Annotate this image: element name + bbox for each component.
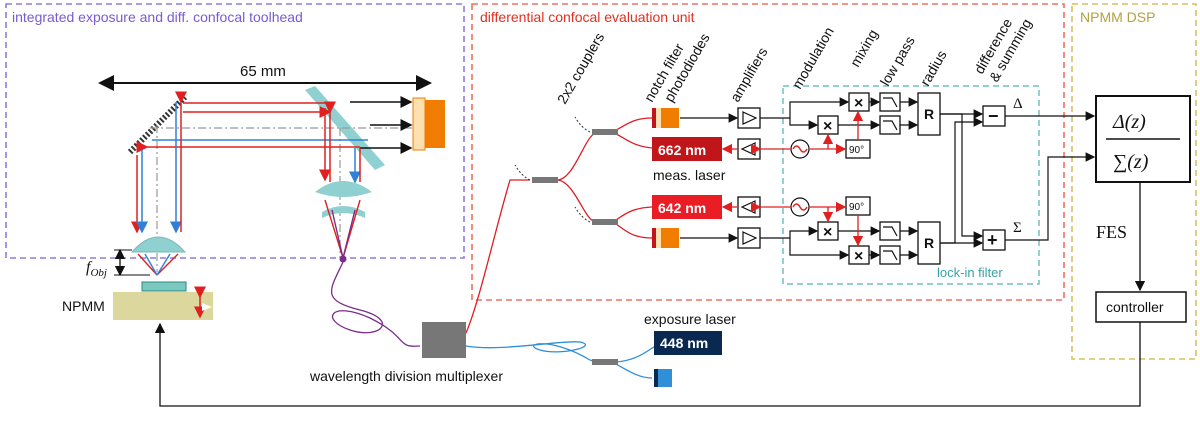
laser-662-label: 662 nm bbox=[658, 142, 706, 158]
exposure-laser-box bbox=[654, 331, 722, 355]
coupler-main bbox=[532, 177, 558, 183]
blue-detector bbox=[654, 369, 672, 387]
svg-text:+: + bbox=[987, 230, 998, 250]
label-radius: radius bbox=[917, 47, 950, 88]
objective-lens bbox=[130, 236, 187, 253]
coupler-bottom bbox=[592, 219, 618, 225]
fibers bbox=[330, 117, 657, 379]
lowpass-4 bbox=[879, 245, 901, 265]
wdm-box bbox=[422, 322, 466, 358]
coupler-exposure bbox=[592, 359, 618, 365]
exposure-laser-label: exposure laser bbox=[644, 311, 736, 327]
sigma-symbol: Σ bbox=[1013, 220, 1022, 236]
focus-cone bbox=[137, 253, 179, 276]
detector-lens-top bbox=[315, 181, 372, 197]
svg-text:×: × bbox=[823, 118, 832, 135]
fiber-tip bbox=[339, 255, 347, 263]
label-modulation: modulation bbox=[789, 24, 837, 91]
controller-label: controller bbox=[1106, 299, 1164, 315]
svg-text:90°: 90° bbox=[849, 145, 864, 156]
photodiode-bottom bbox=[652, 228, 679, 248]
wdm-label: wavelength division multiplexer bbox=[309, 368, 503, 384]
lockin-box bbox=[782, 85, 1040, 285]
npmm-label: NPMM bbox=[62, 298, 105, 314]
svg-text:×: × bbox=[854, 248, 863, 265]
detector-cone bbox=[324, 199, 361, 259]
toolhead-box bbox=[5, 3, 465, 259]
fes-label: FES bbox=[1096, 222, 1127, 242]
oscillator-top bbox=[790, 139, 810, 159]
svg-text:−: − bbox=[988, 106, 999, 126]
dsp-title: NPMM DSP bbox=[1080, 9, 1155, 25]
lowpass-3 bbox=[879, 221, 901, 241]
svg-text:R: R bbox=[924, 235, 934, 251]
f-obj-label: fObj bbox=[86, 259, 107, 279]
svg-text:×: × bbox=[854, 95, 863, 112]
delta-symbol: Δ bbox=[1013, 96, 1023, 112]
detector-lens-bottom bbox=[322, 206, 365, 218]
camera-detector bbox=[412, 97, 445, 151]
controller-box bbox=[1095, 291, 1187, 323]
photodiode-top bbox=[652, 108, 679, 128]
sample bbox=[141, 281, 187, 292]
lockin-title: lock-in filter bbox=[937, 265, 1003, 280]
npmm-stage bbox=[113, 292, 213, 320]
dimension-label: 65 mm bbox=[240, 63, 286, 80]
exposure-laser-value: 448 nm bbox=[660, 335, 708, 351]
svg-text:90°: 90° bbox=[849, 202, 864, 213]
feedback-line bbox=[154, 322, 1141, 407]
coupler-top bbox=[592, 129, 618, 135]
oscillator-bottom bbox=[790, 197, 810, 217]
dsp-box bbox=[1071, 3, 1197, 360]
lowpass-2 bbox=[879, 115, 901, 135]
label-couplers: 2x2 couplers bbox=[554, 30, 608, 107]
eval-unit-box bbox=[471, 3, 1065, 301]
toolhead-title: integrated exposure and diff. confocal t… bbox=[12, 9, 303, 25]
laser-642-box bbox=[652, 195, 722, 219]
laser-662-box bbox=[652, 137, 722, 161]
label-low-pass: low pass bbox=[877, 33, 918, 88]
fes-denominator: ∑(z) bbox=[1113, 151, 1149, 173]
svg-text:×: × bbox=[823, 224, 832, 241]
svg-text:R: R bbox=[924, 106, 934, 122]
meas-laser-label: meas. laser bbox=[653, 167, 726, 183]
beam-paths bbox=[131, 91, 413, 234]
eval-unit-title: differential confocal evaluation unit bbox=[480, 9, 695, 25]
laser-642-label: 642 nm bbox=[658, 200, 706, 216]
lowpass-1 bbox=[879, 92, 901, 112]
label-mixing: mixing bbox=[847, 26, 881, 69]
label-amplifiers: amplifiers bbox=[727, 45, 771, 105]
fes-numerator: Δ(z) bbox=[1112, 111, 1146, 133]
